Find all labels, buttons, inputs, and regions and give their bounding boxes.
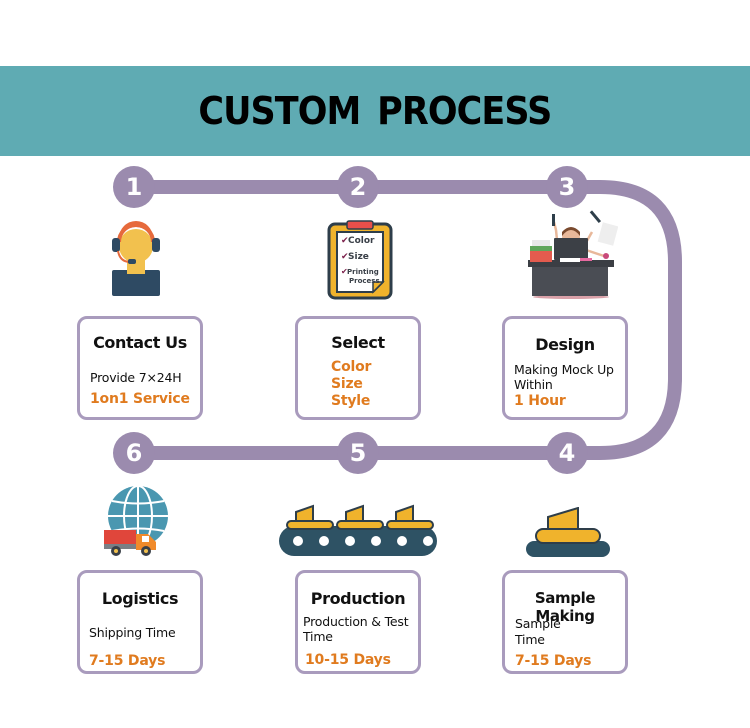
card-highlight: 7-15 Days xyxy=(515,653,592,669)
step-card-logistics: Logistics Shipping Time 7-15 Days xyxy=(77,570,203,674)
step-card-sample-making: Sample Making Sample Time 7-15 Days xyxy=(502,570,628,674)
card-text: Production & Test xyxy=(303,614,409,629)
card-text: Within xyxy=(514,377,553,392)
clipboard-checklist-icon: ✔ Color ✔ Size ✔ Printing Process xyxy=(327,220,393,300)
card-highlight: 1 Hour xyxy=(514,393,566,409)
card-title: Production xyxy=(310,589,406,608)
card-title: Logistics xyxy=(101,589,179,608)
card-text: Sample xyxy=(515,616,561,631)
card-text: Time xyxy=(515,632,545,647)
card-text: Time xyxy=(303,629,333,644)
card-title: Select xyxy=(331,333,385,352)
step-number-5: 5 xyxy=(337,432,379,474)
step-card-contact-us: Contact Us Provide 7×24H 1on1 Service xyxy=(77,316,203,420)
svg-text:Printing: Printing xyxy=(347,268,379,276)
step-card-production: Production Production & Test Time 10-15 … xyxy=(295,570,421,674)
header-banner: CUSTOM PROCESS xyxy=(0,66,750,156)
card-highlight: 1on1 Service xyxy=(90,391,190,407)
production-conveyor-belt-icon xyxy=(279,504,437,556)
svg-text:✔: ✔ xyxy=(341,267,348,276)
card-text: Shipping Time xyxy=(89,625,176,640)
card-highlight: 10-15 Days xyxy=(305,652,391,668)
card-highlight: 7-15 Days xyxy=(89,653,166,669)
page-title: CUSTOM PROCESS xyxy=(198,89,553,133)
svg-text:✔: ✔ xyxy=(341,252,349,262)
step-number-4: 4 xyxy=(546,432,588,474)
step-number-1: 1 xyxy=(113,166,155,208)
step-card-select: Select Color Size Style xyxy=(295,316,421,420)
card-text: Making Mock Up xyxy=(514,362,614,377)
svg-text:Process: Process xyxy=(349,277,380,285)
card-highlight: Style xyxy=(331,393,371,409)
card-title: Design xyxy=(535,335,595,354)
single-sample-conveyor-icon xyxy=(526,507,610,557)
card-title: Contact Us xyxy=(93,333,187,352)
step-number-6: 6 xyxy=(113,432,155,474)
card-highlight: Size xyxy=(331,376,363,392)
step-number-2: 2 xyxy=(337,166,379,208)
card-title: Sample Making xyxy=(534,589,596,625)
svg-text:✔: ✔ xyxy=(341,236,349,246)
designer-at-desk-icon xyxy=(528,210,618,299)
svg-text:Color: Color xyxy=(348,236,375,246)
card-highlight: Color xyxy=(331,359,372,375)
svg-text:Size: Size xyxy=(348,252,369,262)
step-card-design: Design Making Mock Up Within 1 Hour xyxy=(502,316,628,420)
customer-service-headset-icon xyxy=(112,221,160,296)
step-number-3: 3 xyxy=(546,166,588,208)
card-text: Provide 7×24H xyxy=(90,370,182,385)
globe-delivery-truck-icon xyxy=(104,486,168,556)
